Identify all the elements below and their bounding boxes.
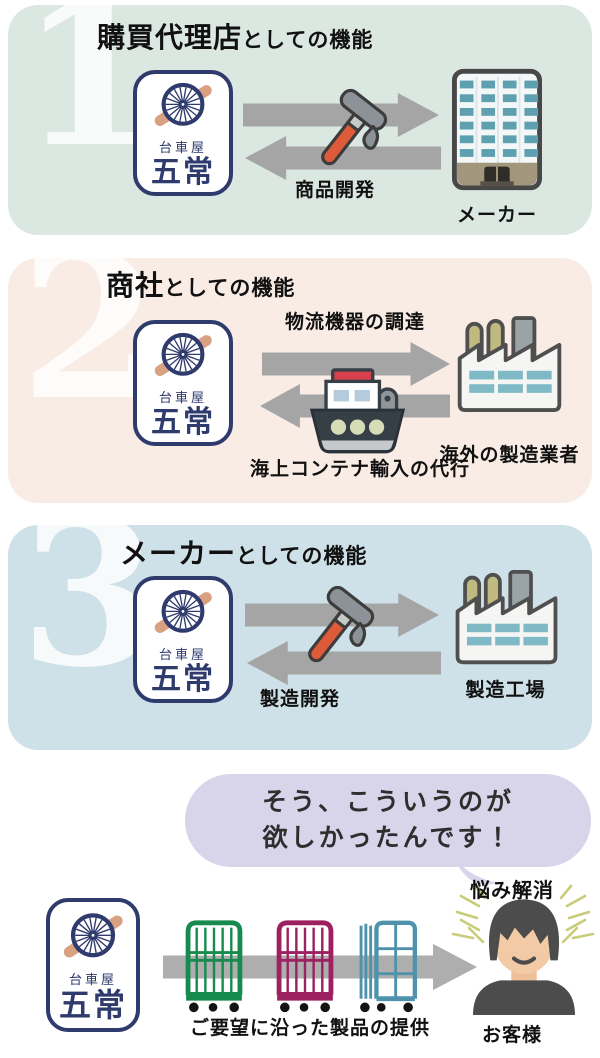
panel-1-title: 購買代理店としての機能: [97, 16, 373, 56]
panel-1-right-label: メーカー: [456, 205, 537, 226]
hammer-icon: [297, 583, 375, 681]
customer-icon: [460, 893, 588, 1015]
panel-3-right-label: 製造工場: [465, 680, 546, 701]
wheel-icon: [150, 77, 216, 135]
sparkle-icon: [557, 884, 599, 946]
speech-bubble: そう、こういうのが 欲しかったんです！: [185, 774, 591, 867]
brand-badge: 台車屋 五常: [133, 320, 233, 446]
panel-2-top-label: 物流機器の調達: [284, 312, 425, 333]
arrow-left-icon: [247, 641, 441, 685]
sparkle-icon: [447, 884, 489, 946]
wheel-icon: [59, 907, 127, 967]
building-icon: [452, 68, 542, 191]
arrow-right-icon: [262, 342, 450, 386]
customer-label: お客様: [481, 1025, 542, 1046]
panel-2-bottom-label: 海上コンテナ輸入の代行: [250, 459, 471, 480]
speech-line-1: そう、こういうのが: [261, 788, 514, 816]
brand-badge: 台車屋 五常: [133, 70, 233, 196]
brand-name-top: 台車屋: [158, 140, 207, 155]
panel-1-title-rest: としての機能: [242, 29, 374, 52]
panel-3-title: メーカーとしての機能: [120, 532, 367, 572]
brand-name-main: 五常: [151, 661, 215, 697]
wheel-icon: [150, 327, 216, 385]
brand-badge: 台車屋 五常: [133, 576, 233, 703]
panel-3-title-rest: としての機能: [236, 545, 368, 568]
flow-label: ご要望に沿った製品の提供: [189, 1018, 430, 1039]
brand-name-main: 五常: [151, 405, 215, 440]
wheel-icon: [150, 584, 216, 642]
cart-icon: [183, 918, 245, 1016]
cart-icon: [354, 918, 420, 1016]
factory-icon: [452, 316, 567, 416]
panel-3-center-label: 製造開発: [259, 689, 340, 710]
brand-badge: 台車屋 五常: [46, 898, 140, 1032]
panel-2-title-strong: 商社: [106, 270, 165, 301]
ship-icon: [306, 364, 409, 456]
panel-2-title: 商社としての機能: [106, 264, 295, 304]
relief-label: 悩み解消: [470, 880, 554, 902]
brand-name-top: 台車屋: [158, 390, 207, 405]
panel-1-center-label: 商品開発: [294, 180, 375, 201]
factory-icon: [450, 570, 563, 668]
cart-icon: [274, 918, 336, 1016]
panel-1-title-strong: 購買代理店: [97, 22, 243, 53]
arrow-right-icon: [243, 93, 439, 137]
panel-2-title-rest: としての機能: [164, 277, 296, 300]
brand-name-top: 台車屋: [68, 971, 117, 987]
speech-line-2: 欲しかったんです！: [262, 823, 514, 852]
panel-2-right-label: 海外の製造業者: [439, 445, 580, 466]
speech-bubble-tail: [450, 860, 502, 888]
panel-3-title-strong: メーカー: [120, 538, 237, 569]
arrow-left-icon: [245, 136, 441, 180]
brand-name-main: 五常: [58, 985, 127, 1024]
hammer-icon: [310, 86, 388, 184]
brand-name-main: 五常: [151, 155, 215, 190]
brand-name-top: 台車屋: [158, 646, 207, 662]
